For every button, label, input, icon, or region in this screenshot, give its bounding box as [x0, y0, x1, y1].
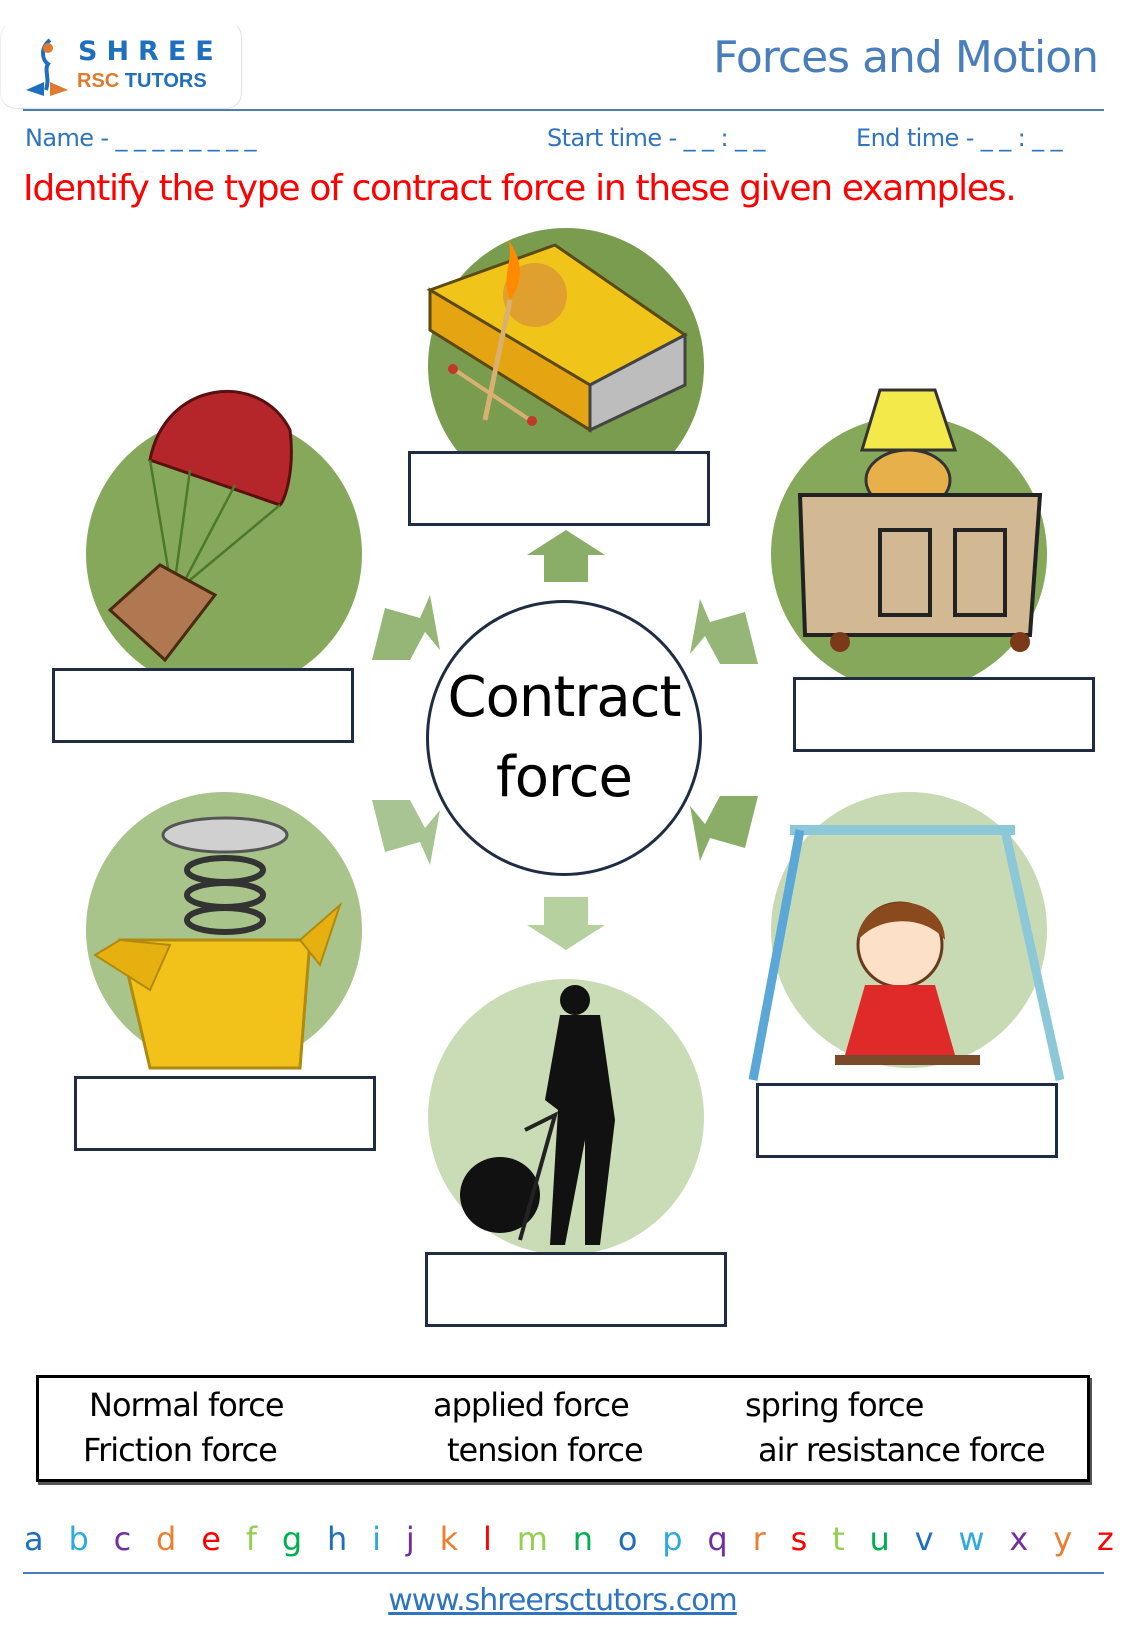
instruction-text: Identify the type of contract force in t… — [23, 168, 1017, 209]
lamp-cabinet-icon — [797, 388, 1043, 652]
end-time-field[interactable]: End time - _ _ : _ _ — [856, 124, 1063, 152]
alphabet-letter: n — [572, 1520, 593, 1558]
logo-text-rsc-tutors: RSC TUTORS — [77, 70, 207, 93]
logo-rsc: RSC — [77, 70, 120, 92]
man-trolley-icon — [460, 985, 615, 1245]
alphabet-letter: s — [790, 1520, 808, 1558]
parachute-icon — [107, 389, 293, 663]
alphabet-letter: d — [156, 1520, 177, 1558]
alphabet-letter: i — [372, 1520, 382, 1558]
alphabet-letter: z — [1096, 1520, 1114, 1558]
arrow-up-right — [690, 599, 758, 664]
center-circle: Contract force — [426, 600, 702, 876]
start-time-field[interactable]: Start time - _ _ : _ _ — [547, 124, 765, 152]
center-label-line2: force — [495, 745, 633, 810]
alphabet-letter: v — [914, 1520, 934, 1558]
answer-box-swing[interactable] — [756, 1083, 1058, 1158]
answer-box-spring[interactable] — [74, 1076, 376, 1151]
logo-tutors: TUTORS — [124, 70, 207, 92]
alphabet-letter: r — [752, 1520, 766, 1558]
option: Friction force — [83, 1431, 278, 1469]
alphabet-letter: w — [958, 1520, 985, 1558]
alphabet-letter: k — [439, 1520, 459, 1558]
option: spring force — [745, 1386, 924, 1424]
alphabet-letter: u — [869, 1520, 890, 1558]
alphabet-letter: b — [68, 1520, 89, 1558]
answer-box-matchbox[interactable] — [408, 451, 710, 526]
answer-box-trolley[interactable] — [425, 1252, 727, 1327]
alphabet-letter: e — [201, 1520, 221, 1558]
logo-text-shree: SHREE — [78, 36, 223, 67]
option: Normal force — [89, 1386, 285, 1424]
answer-box-lamp[interactable] — [793, 677, 1095, 752]
arrow-down — [527, 897, 605, 950]
website-link[interactable]: www.shreersctutors.com — [388, 1583, 738, 1618]
arrow-down-left — [372, 800, 440, 865]
logo — [0, 21, 242, 109]
swing-girl-icon — [748, 825, 1065, 1081]
answer-box-parachute[interactable] — [52, 668, 354, 743]
footer-divider — [23, 1572, 1104, 1574]
alphabet-letter: g — [281, 1520, 303, 1558]
arrow-down-right — [690, 796, 758, 861]
alphabet-letter: x — [1009, 1520, 1029, 1558]
alphabet-letter: j — [405, 1520, 415, 1558]
diagram-artwork — [86, 228, 1065, 1255]
logo-icon — [26, 38, 68, 96]
arrows — [372, 530, 758, 950]
option: air resistance force — [758, 1431, 1046, 1469]
alphabet-letter: m — [516, 1520, 548, 1558]
arrow-up — [527, 530, 605, 582]
alphabet-letter: l — [482, 1520, 492, 1558]
alphabet-letter: h — [327, 1520, 348, 1558]
alphabet-letter: t — [832, 1520, 845, 1558]
word-bank: Normal force Friction force applied forc… — [36, 1375, 1090, 1482]
option: applied force — [433, 1386, 630, 1424]
worksheet-title: Forces and Motion — [713, 32, 1099, 83]
alphabet-letter: f — [245, 1520, 257, 1558]
alphabet-letter: a — [24, 1520, 44, 1558]
alphabet-letter: p — [662, 1520, 683, 1558]
alphabet-letter: q — [707, 1520, 728, 1558]
alphabet-letter: c — [113, 1520, 132, 1558]
alphabet-letter: o — [617, 1520, 638, 1558]
center-label-line1: Contract — [447, 665, 682, 730]
spring-box-icon — [93, 816, 343, 1070]
name-field[interactable]: Name - _ _ _ _ _ _ _ _ — [25, 124, 257, 152]
arrow-up-left — [372, 595, 440, 660]
option: tension force — [447, 1431, 644, 1469]
header-divider — [23, 109, 1104, 111]
alphabet-letter: y — [1053, 1520, 1073, 1558]
matchbox-icon — [426, 240, 688, 433]
